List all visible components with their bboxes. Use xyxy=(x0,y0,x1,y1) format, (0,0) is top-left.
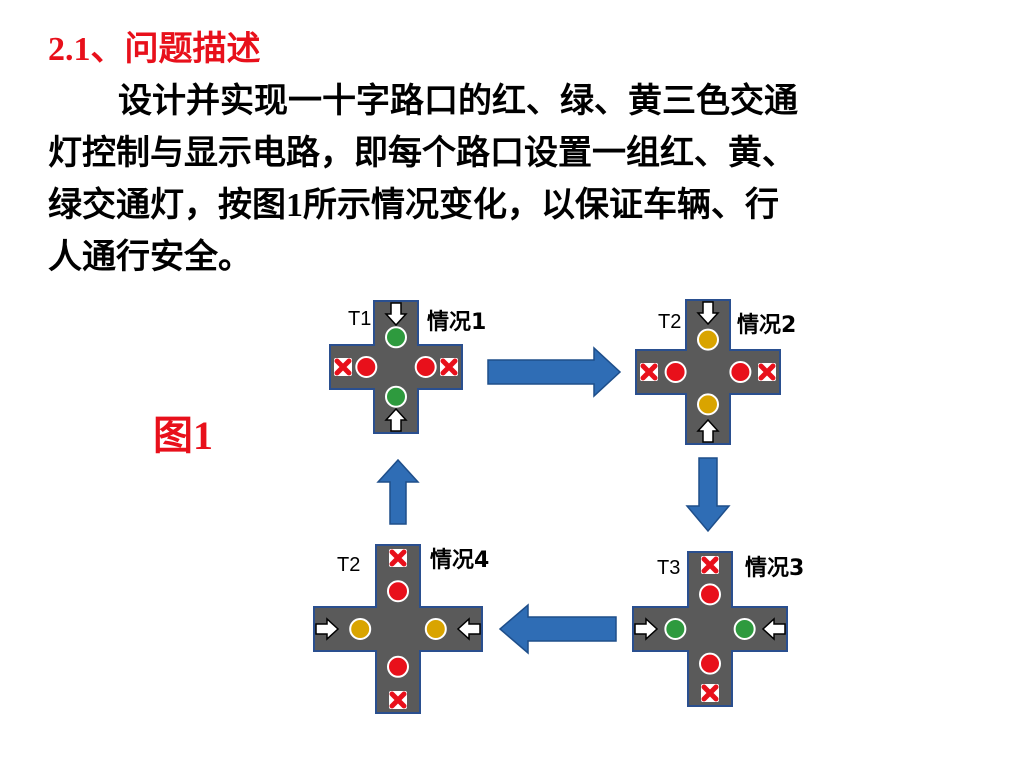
arrow-west-icon xyxy=(634,617,659,641)
stop-north-icon xyxy=(701,556,719,574)
light-north xyxy=(385,326,407,349)
light-north xyxy=(699,583,721,606)
stop-north-icon xyxy=(389,549,407,567)
arrow-east-icon xyxy=(456,617,481,641)
light-east xyxy=(424,618,447,640)
light-west xyxy=(664,618,687,640)
stop-south-icon xyxy=(701,684,719,702)
arrow-south-icon xyxy=(696,418,720,443)
road-cross xyxy=(632,551,788,707)
light-east xyxy=(729,361,752,383)
state-label: 情况3 xyxy=(745,555,804,581)
intersection-2: T2 情况2 xyxy=(635,299,796,445)
light-south xyxy=(385,385,407,408)
arrow-south-icon xyxy=(384,407,408,432)
stop-east-icon xyxy=(758,363,776,381)
arrow-state4-to-state1 xyxy=(376,458,420,525)
paragraph-line-4: 人通行安全。 xyxy=(48,239,252,276)
paragraph-line-3: 绿交通灯，按图1所示情况变化，以保证车辆、行 xyxy=(48,187,779,224)
light-west xyxy=(355,356,378,378)
stop-west-icon xyxy=(640,363,658,381)
arrow-west-icon xyxy=(315,617,340,641)
light-east xyxy=(414,356,437,378)
stop-east-icon xyxy=(440,358,458,376)
intersection-3: T3 情况3 xyxy=(632,551,804,707)
state-label: 情况2 xyxy=(737,312,796,338)
arrow-state1-to-state2 xyxy=(487,346,622,398)
timer-label: T2 xyxy=(337,554,360,576)
light-south xyxy=(387,655,409,678)
state-label: 情况1 xyxy=(427,309,486,335)
arrow-east-icon xyxy=(761,617,786,641)
intersection-4: T2 情况4 xyxy=(313,544,489,714)
road-cross xyxy=(329,300,463,434)
light-north xyxy=(387,580,409,603)
stop-south-icon xyxy=(389,691,407,709)
paragraph-line-1: 设计并实现一十字路口的红、绿、黄三色交通 xyxy=(118,83,798,120)
light-east xyxy=(733,618,756,640)
section-heading: 2.1、问题描述 xyxy=(48,31,261,68)
problem-description: 设计并实现一十字路口的红、绿、黄三色交通 灯控制与显示电路，即每个路口设置一组红… xyxy=(48,76,928,284)
stop-west-icon xyxy=(334,358,352,376)
timer-label: T2 xyxy=(658,311,681,333)
intersection-1: T1 情况1 xyxy=(329,300,486,434)
light-west xyxy=(664,361,687,383)
road-cross xyxy=(635,299,781,445)
state-transition-arrows xyxy=(376,346,731,655)
arrow-north-icon xyxy=(384,302,408,327)
light-west xyxy=(349,618,372,640)
arrow-state2-to-state3 xyxy=(685,457,731,533)
road-cross xyxy=(313,544,483,714)
arrow-state3-to-state4 xyxy=(498,603,617,655)
light-south xyxy=(697,393,719,416)
timer-label: T3 xyxy=(657,557,680,579)
arrow-north-icon xyxy=(696,301,720,326)
light-south xyxy=(699,652,721,675)
timer-label: T1 xyxy=(348,308,371,330)
state-label: 情况4 xyxy=(430,547,489,573)
figure-label: 图1 xyxy=(153,413,213,458)
paragraph-line-2: 灯控制与显示电路，即每个路口设置一组红、黄、 xyxy=(48,135,796,172)
light-north xyxy=(697,328,719,351)
